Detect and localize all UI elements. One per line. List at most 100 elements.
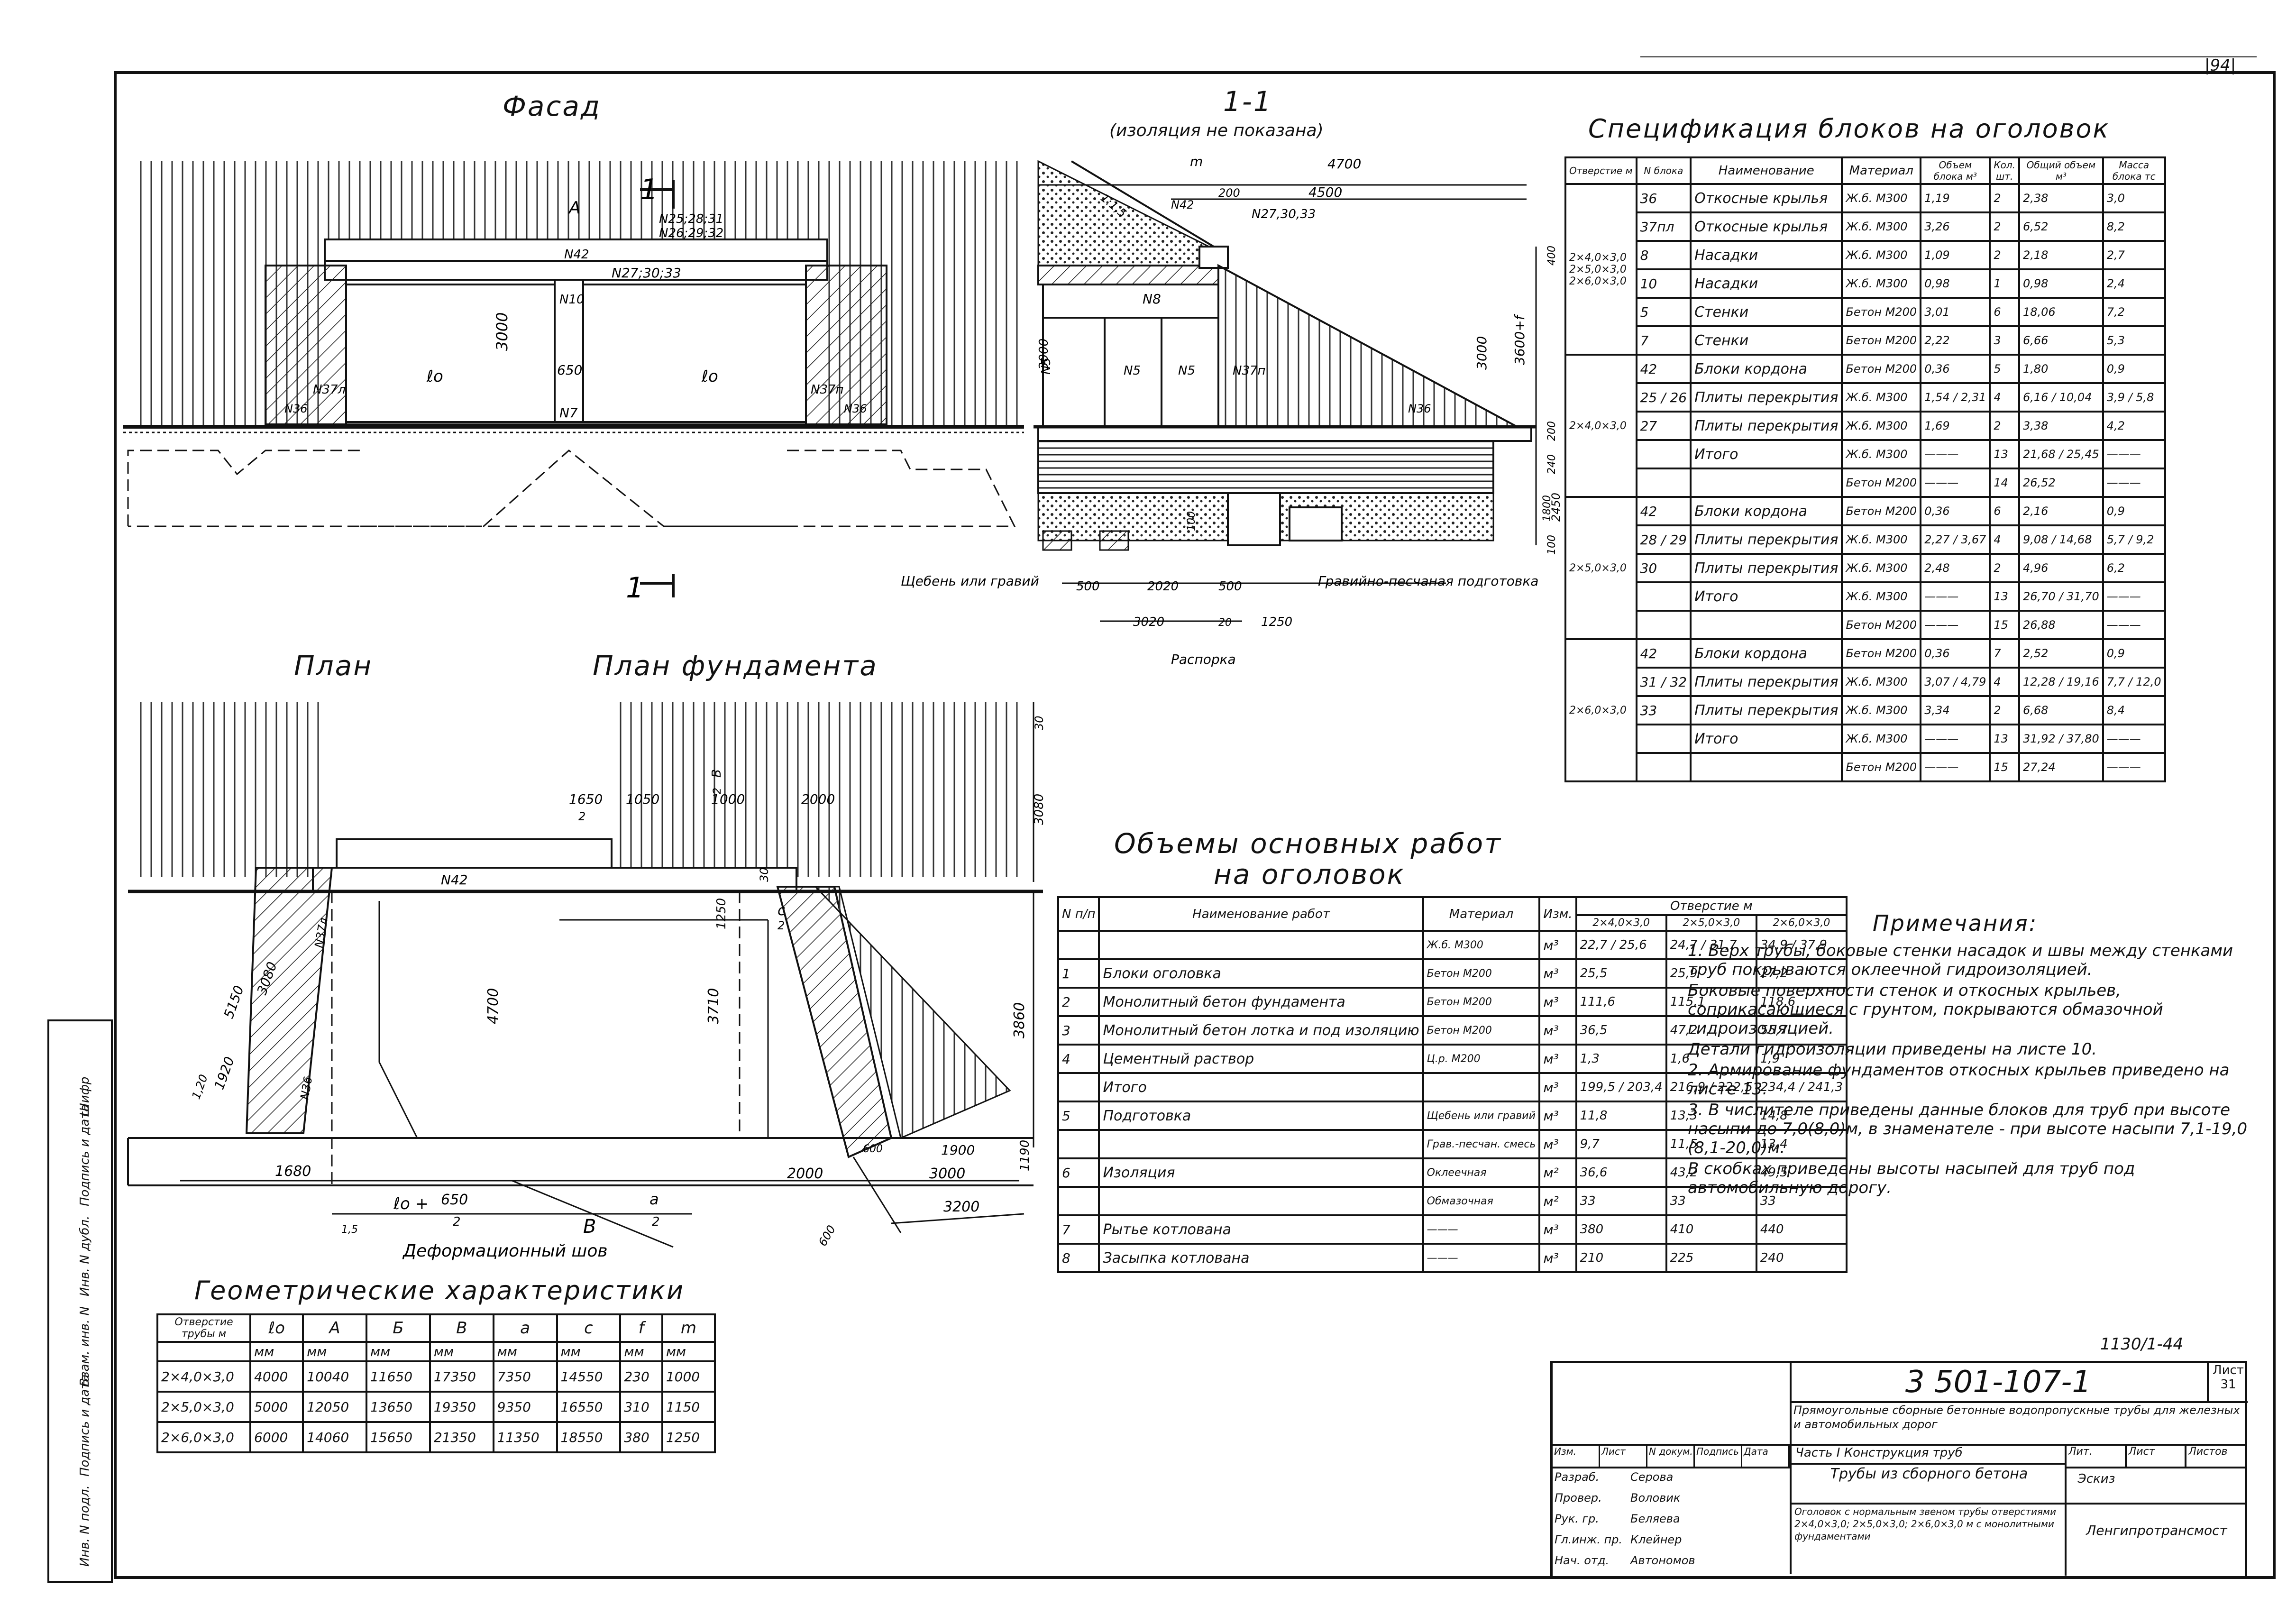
- spec-cell: ———: [2102, 724, 2166, 754]
- vol-name: Изоляция: [1098, 1157, 1424, 1188]
- spec-h-no: N блока: [1635, 156, 1692, 185]
- spec-cell: 5: [1635, 297, 1692, 327]
- vol-value: 410: [1665, 1214, 1757, 1245]
- spec-cell: 6,16 / 10,04: [2018, 382, 2104, 413]
- plan-label: 3200: [943, 1199, 979, 1215]
- spec-cell: Блоки кордона: [1690, 496, 1843, 526]
- vol-value: 1,6: [1665, 1044, 1757, 1074]
- vol-value: 240: [1755, 1243, 1848, 1273]
- spec-cell: 6: [1989, 496, 2020, 526]
- vol-h-open: Отверстие м: [1575, 896, 1848, 916]
- plan-label: 1,20: [189, 1073, 210, 1101]
- stamp-col-header: Подпись: [1695, 1446, 1742, 1467]
- vol-value: 225: [1665, 1243, 1757, 1273]
- spec-cell: ———: [1920, 724, 1991, 754]
- spec-cell: [1635, 724, 1692, 754]
- stamp-name: Беляева: [1630, 1512, 1680, 1525]
- spec-cell: 5,7 / 9,2: [2102, 524, 2166, 555]
- vol-unit: м³: [1538, 1015, 1577, 1046]
- geom-cell: 14550: [556, 1360, 622, 1393]
- geom-cell: 11650: [365, 1360, 431, 1393]
- title-volumes-2: на оголовок: [1214, 858, 1405, 890]
- spec-cell: 6,2: [2102, 553, 2166, 583]
- fasad-label: 650: [557, 362, 582, 378]
- vol-value: 33: [1755, 1186, 1848, 1216]
- spec-cell: 27,24: [2018, 752, 2104, 782]
- spec-cell: 7,7 / 12,0: [2102, 667, 2166, 697]
- fasad-label: N42: [564, 248, 589, 262]
- vol-unit: м³: [1538, 987, 1577, 1017]
- spec-cell: Ж.б. М300: [1841, 411, 1922, 441]
- section-label: N27,30,33: [1252, 207, 1316, 221]
- vol-material: Бетон М200: [1422, 987, 1541, 1017]
- vol-no: 1: [1057, 958, 1100, 989]
- plan-label: 1250: [714, 898, 729, 929]
- vol-value: 11,5: [1665, 1129, 1757, 1159]
- spec-cell: ———: [1920, 439, 1991, 469]
- section-label: 4500: [1308, 184, 1342, 200]
- spec-cell: 0,98: [1920, 268, 1991, 299]
- spec-cell: Насадки: [1690, 268, 1843, 299]
- vol-value: 216,9 / 222,5: [1665, 1072, 1757, 1102]
- vol-unit: м³: [1538, 958, 1577, 989]
- spec-cell: 42: [1635, 638, 1692, 669]
- spec-cell: 1,69: [1920, 411, 1991, 441]
- spec-cell: 10: [1635, 268, 1692, 299]
- geom-header: m: [661, 1313, 716, 1343]
- sheet-label: Лист: [2213, 1363, 2244, 1377]
- section-label: 200: [1546, 421, 1558, 441]
- plan-label: 1920: [211, 1055, 238, 1092]
- stamp-part: Часть I Конструкция труб: [1790, 1444, 2065, 1465]
- vol-no: [1057, 1129, 1100, 1159]
- vol-material: Щебень или гравий: [1422, 1101, 1541, 1131]
- spec-cell: 9,08 / 14,68: [2018, 524, 2104, 555]
- plan-label: 1650: [569, 791, 603, 807]
- vol-unit: м³: [1538, 1101, 1577, 1131]
- fasad-label: N10: [559, 293, 585, 307]
- stamp-name: Серова: [1630, 1470, 1674, 1484]
- section-label: 500: [1076, 579, 1100, 594]
- spec-cell: Бетон М200: [1841, 610, 1922, 640]
- stamp-person-row: Разраб.Серова: [1553, 1467, 1790, 1487]
- spec-cell: 8,4: [2102, 695, 2166, 725]
- spec-cell: 13: [1989, 724, 2020, 754]
- title-volumes-1: Объемы основных работ: [1114, 827, 1502, 860]
- spec-cell: 0,9: [2102, 496, 2166, 526]
- vol-col-header: 2×6,0×3,0: [1755, 914, 1848, 932]
- spec-cell: 5: [1989, 354, 2020, 384]
- section-label: m: [1190, 154, 1203, 169]
- spec-cell: Ж.б. М300: [1841, 667, 1922, 697]
- spec-cell: 0,98: [2018, 268, 2104, 299]
- section-leader-label: Щебень или гравий: [901, 573, 1039, 589]
- spec-cell: ———: [2102, 468, 2166, 498]
- spec-cell: 2,48: [1920, 553, 1991, 583]
- spec-cell: [1635, 610, 1692, 640]
- spec-h-total: Общий объем м³: [2018, 156, 2104, 185]
- geom-cell: 1150: [661, 1391, 716, 1423]
- section-label: 2020: [1147, 579, 1179, 594]
- spec-group-label: 2×4,0×3,0 2×5,0×3,0 2×6,0×3,0: [1564, 183, 1637, 356]
- geom-cell: 2×5,0×3,0: [156, 1391, 251, 1423]
- spec-cell: 42: [1635, 496, 1692, 526]
- fasad-view: 1 1: [123, 161, 1024, 605]
- spec-cell: 30: [1635, 553, 1692, 583]
- stamp-role: Провер.: [1555, 1491, 1602, 1505]
- plan-label: c: [778, 902, 786, 919]
- spec-cell: 2,38: [2018, 183, 2104, 213]
- plan-label: 1900: [941, 1142, 975, 1158]
- section-label: 200: [1218, 186, 1240, 200]
- spec-cell: 2: [1989, 411, 2020, 441]
- plan-label: 2000: [801, 791, 835, 807]
- spec-cell: 2: [1989, 183, 2020, 213]
- spec-cell: 5,3: [2102, 325, 2166, 356]
- section-label: N8: [1143, 291, 1161, 307]
- stamp-person-row: Рук. гр.Беляева: [1553, 1508, 1790, 1529]
- spec-h-name: Наименование: [1690, 156, 1843, 185]
- fasad-label: ℓo: [426, 367, 443, 386]
- geom-header: ℓo: [249, 1313, 304, 1343]
- geom-header: c: [556, 1313, 622, 1343]
